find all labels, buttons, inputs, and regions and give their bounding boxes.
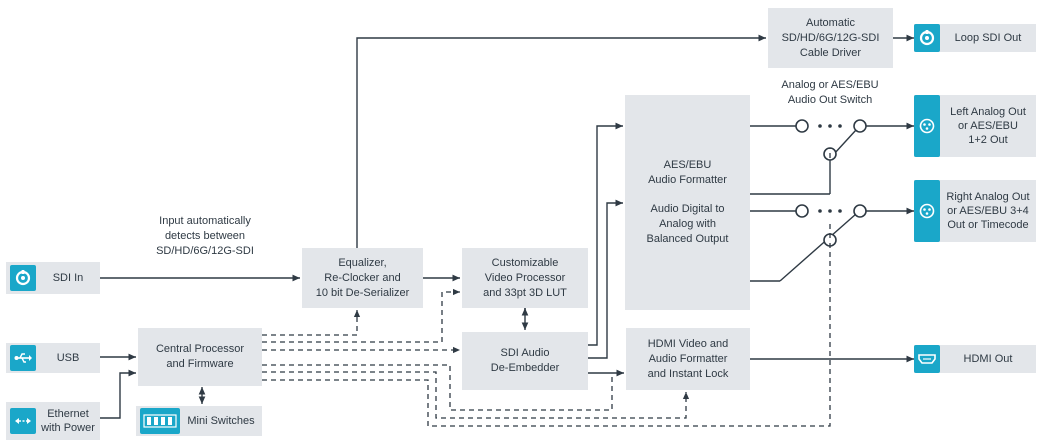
deemb-to-aes-wire-1 — [588, 122, 623, 346]
deemb-to-aes-wire-2 — [588, 199, 623, 359]
loop-wire — [356, 34, 766, 248]
aes-formatter-block: AES/EBU Audio Formatter Audio Digital to… — [625, 95, 750, 310]
xlr-connector-icon — [914, 95, 940, 157]
right-analog-out-connector: Right Analog Out or AES/EBU 3+4 Out or T… — [914, 180, 1036, 242]
xlr-connector-icon — [914, 180, 940, 242]
loop-sdi-out-connector: Loop SDI Out — [914, 24, 1036, 52]
hdmi-formatter-block: HDMI Video and Audio Formatter and Insta… — [626, 328, 750, 390]
dip-switch-icon — [140, 408, 180, 434]
usb-connector: USB — [6, 343, 100, 373]
cable-driver-block: Automatic SD/HD/6G/12G-SDI Cable Driver — [768, 8, 893, 68]
ethernet-icon — [10, 408, 36, 434]
hdmi-out-connector: HDMI Out — [914, 345, 1036, 373]
input-detect-note: Input automatically detects between SD/H… — [156, 215, 254, 257]
audio-deembedder-block: SDI Audio De-Embedder — [462, 332, 588, 390]
bnc-connector-icon — [914, 24, 940, 52]
mini-switches[interactable]: Mini Switches — [136, 406, 262, 436]
ethernet-label-line2: with Power — [41, 422, 95, 434]
equalizer-block: Equalizer, Re-Clocker and 10 bit De-Seri… — [302, 248, 423, 308]
ethernet-label-line1: Ethernet — [47, 408, 89, 420]
sdi-in-connector: SDI In — [6, 262, 100, 294]
video-processor-block: Customizable Video Processor and 33pt 3D… — [462, 248, 588, 308]
usb-icon — [10, 345, 36, 371]
ethernet-wire — [100, 369, 136, 419]
audio-switch-note: Analog or AES/EBU Audio Out Switch — [781, 79, 879, 106]
left-analog-out-connector: Left Analog Out or AES/EBU 1+2 Out — [914, 95, 1036, 157]
ethernet-connector: Ethernet with Power — [6, 402, 100, 440]
central-processor-block: Central Processor and Firmware — [138, 328, 262, 386]
bnc-connector-icon — [10, 265, 36, 291]
hdmi-connector-icon — [914, 345, 940, 373]
